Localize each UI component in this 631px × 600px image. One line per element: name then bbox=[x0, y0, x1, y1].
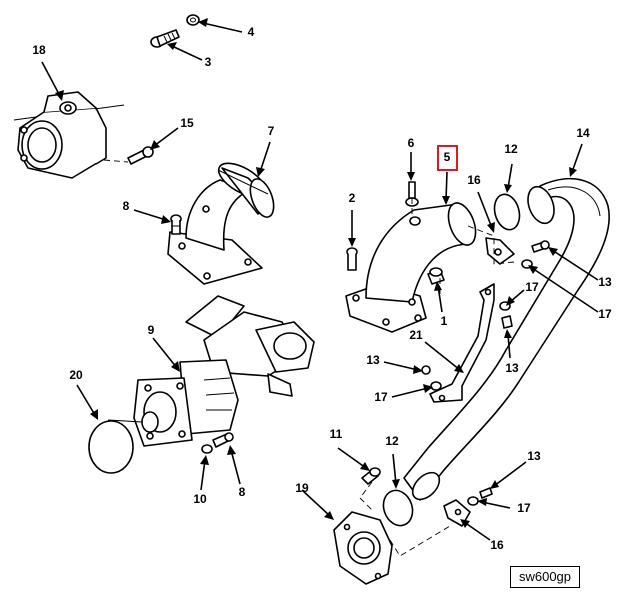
part-20-gasket bbox=[88, 420, 134, 474]
callout-21: 21 bbox=[409, 328, 423, 342]
part-15-screw bbox=[103, 146, 154, 165]
callout-15: 15 bbox=[180, 116, 194, 130]
callout-7: 7 bbox=[268, 124, 275, 138]
callout-2: 2 bbox=[349, 191, 356, 205]
callout-12-upper: 12 bbox=[504, 142, 518, 156]
part-5-elbow bbox=[345, 202, 477, 333]
part-1-plug bbox=[427, 267, 445, 285]
part-3-4-screw-washer bbox=[150, 14, 200, 48]
callout-14: 14 bbox=[576, 126, 590, 140]
callout-17-lower: 17 bbox=[517, 501, 531, 515]
part-8-screw-upper bbox=[170, 214, 182, 235]
leader-lines bbox=[41, 18, 599, 541]
highlight-box-callout-5 bbox=[437, 145, 458, 171]
callout-20: 20 bbox=[69, 368, 83, 382]
part-12-gasket-upper bbox=[493, 193, 521, 231]
callout-8-lower: 8 bbox=[239, 485, 246, 499]
part-9-pump bbox=[107, 295, 315, 447]
part-16-bracket-upper bbox=[485, 237, 515, 265]
callout-19: 19 bbox=[295, 481, 309, 495]
callout-13-mid-left: 13 bbox=[366, 353, 380, 367]
part-12-gasket-lower bbox=[382, 489, 414, 527]
callout-1: 1 bbox=[441, 314, 448, 328]
callout-5: 5 bbox=[444, 150, 451, 164]
part-14-tube bbox=[403, 178, 610, 501]
callout-6: 6 bbox=[408, 136, 415, 150]
callout-13-upper-right: 13 bbox=[598, 275, 612, 289]
callout-17-upper-right: 17 bbox=[598, 307, 612, 321]
part-21-bracket bbox=[429, 283, 495, 403]
callout-16-lower: 16 bbox=[490, 538, 504, 552]
callout-8-upper: 8 bbox=[123, 199, 130, 213]
part-13-17-upper-right bbox=[521, 240, 550, 269]
callout-13-lower: 13 bbox=[527, 449, 541, 463]
callout-9: 9 bbox=[148, 323, 155, 337]
part-18-housing bbox=[13, 91, 125, 179]
part-16-bracket-lower bbox=[443, 499, 471, 527]
callout-17-mid: 17 bbox=[525, 280, 539, 294]
callout-13-mid-right: 13 bbox=[505, 361, 519, 375]
part-19-flange bbox=[333, 511, 393, 585]
part-2-screw bbox=[346, 247, 358, 271]
part-10-8-screw-washer bbox=[201, 432, 234, 454]
callout-10: 10 bbox=[193, 492, 207, 506]
figure-code-label: sw600gp bbox=[510, 566, 580, 588]
callout-12-lower: 12 bbox=[385, 434, 399, 448]
callout-4: 4 bbox=[248, 25, 255, 39]
callout-labels: 4 3 18 15 7 8 9 20 10 8 6 5 2 1 12 16 14… bbox=[32, 25, 612, 552]
callout-11: 11 bbox=[330, 427, 343, 441]
part-7-elbow bbox=[167, 162, 275, 285]
callout-17-mid-left: 17 bbox=[374, 390, 388, 404]
callout-18: 18 bbox=[32, 43, 46, 57]
callout-3: 3 bbox=[205, 55, 212, 69]
part-11-screw bbox=[361, 467, 381, 485]
callout-16-upper: 16 bbox=[467, 173, 481, 187]
